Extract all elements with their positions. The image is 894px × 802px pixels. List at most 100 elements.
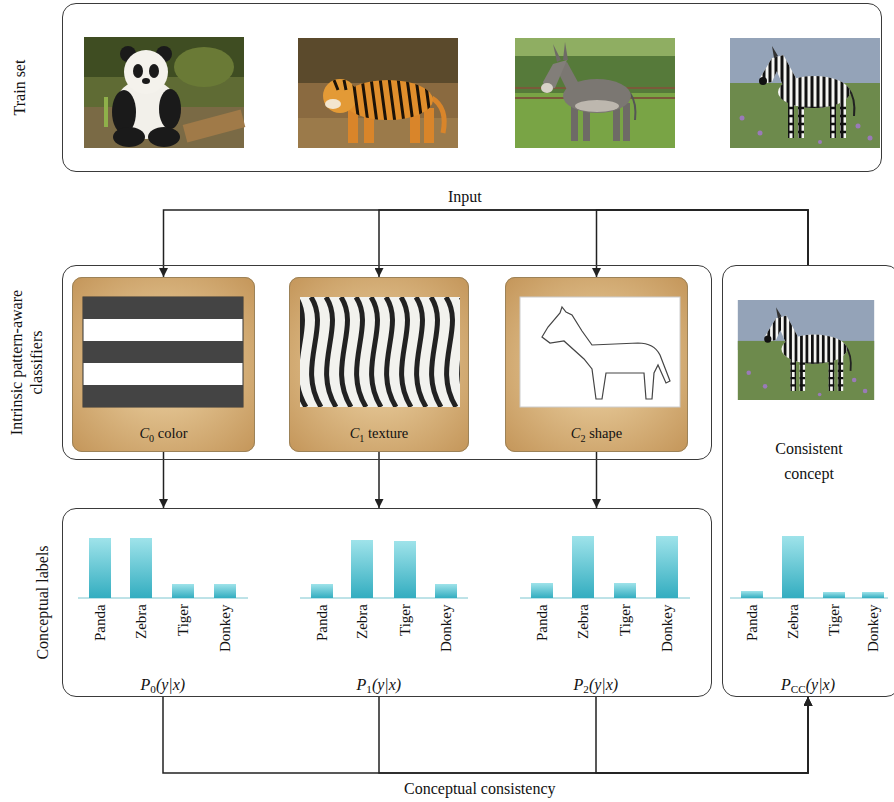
class-label: Donkey [865,605,882,653]
class-label: Donkey [438,605,455,653]
bar-charts [78,536,888,598]
color-pattern-image-part [83,385,243,407]
classifier-card-fills-part [72,277,255,452]
class-label: Tiger [617,604,634,636]
color-pattern-image-part [83,297,243,407]
zebra-photo-part [730,38,880,148]
arrow-connector [379,210,808,277]
color-classifier-card: C0 color [72,277,255,452]
panel-frame [62,3,882,172]
symbol-rest: (y|x) [156,676,185,693]
panel-heading: Conceptual labels [33,508,53,697]
arrow-connector [164,210,809,277]
bar-charts-part [741,591,763,598]
donkey-photo-part [575,100,619,112]
bar-charts-part [656,536,678,598]
panda-photo-part [113,127,145,147]
class-label: Zebra [354,604,371,639]
panda-photo-part [148,127,180,147]
tiger-photo-part [325,99,341,109]
shape-pattern-image [520,297,680,407]
symbol-letter: P [574,676,584,693]
donkey-photo-part [541,83,553,93]
bar-charts-part [311,584,333,598]
class-label: Tiger [826,604,843,636]
bar-charts-part [614,583,636,598]
symbol-letter: P [781,676,791,693]
symbol-letter: C [350,425,360,441]
class-label: Tiger [397,604,414,636]
symbol-letter: P [357,676,367,693]
arrow-connector [378,452,380,508]
panel-frame [62,508,712,697]
class-label: Zebra [575,604,592,639]
donkey-photo-part [515,38,675,148]
conceptual-labels-panel: Conceptual labels [5,508,712,697]
bar-charts-part [130,538,152,598]
classifier-name: C1 texture [290,423,468,445]
class-label: Zebra [785,604,802,639]
bar-charts-part [214,584,236,598]
class-label: Panda [744,604,761,641]
symbol-rest: color [154,425,187,441]
arrow-connector [596,452,598,508]
class-label: Donkey [217,605,234,653]
zebra-photo [730,38,880,148]
consistent-zebra-photo [738,300,874,400]
class-label: Zebra [133,604,150,639]
arrow-connector [163,697,808,773]
panda-photo-part [133,64,143,78]
edge-label: Input [445,187,485,207]
symbol-subscript: 1 [359,433,364,444]
donkey-photo-part [515,38,675,56]
symbol-subscript: 2 [583,683,589,695]
tiger-photo-part [298,38,458,148]
symbol-subscript: 2 [580,433,585,444]
class-label: Panda [314,604,331,641]
texture-pattern-image-part-part [300,297,460,407]
bar-charts-part [172,584,194,598]
edge-label: Conceptual consistency [401,779,559,799]
panel-heading: Intrinsic pattern-aware classifiers [7,265,47,460]
symbol-rest: shape [586,425,623,441]
bar-charts-part [823,592,845,598]
shape-classifier-card: C2 shape [505,277,688,452]
classifier-name: C0 color [73,423,254,445]
concept-heading: Consistent concept [749,436,869,486]
arrow-connector [163,452,165,508]
symbol-subscript: 1 [366,683,372,695]
symbol-rest: texture [364,425,408,441]
probability-label: P1(y|x) [357,675,402,696]
tiger-photo-part [334,78,431,123]
class-label: Panda [92,604,109,641]
tiger-photo-part [432,98,444,133]
symbol-letter: C [571,425,581,441]
tiger-photo-part [323,79,357,113]
arrow-connector [596,697,808,773]
arrow-connector [597,210,809,277]
bar-charts-part [78,598,888,599]
texture-pattern-image [281,297,471,407]
panda-photo-part [142,78,150,84]
tiger-photo-part [298,38,458,83]
panda-photo-part [124,50,168,94]
bar-charts-part [782,536,804,598]
donkey-photo [515,38,675,148]
class-label: Tiger [175,604,192,636]
tiger-photo-part-part [334,78,431,123]
symbol-subscript: CC [791,683,806,695]
consistent-zebra-photo-part [738,300,874,400]
bar-charts-part [531,583,553,598]
shape-pattern-image-part [520,297,680,407]
bar-charts-part [394,541,416,598]
texture-classifier-card: C1 texture [289,277,469,452]
symbol-letter: C [139,425,149,441]
classifier-card-fills-part [505,277,688,452]
donkey-photo-part [623,103,630,141]
probability-label: P0(y|x) [141,675,186,696]
classifier-name: C2 shape [506,423,687,445]
bar-charts-part [435,584,457,598]
